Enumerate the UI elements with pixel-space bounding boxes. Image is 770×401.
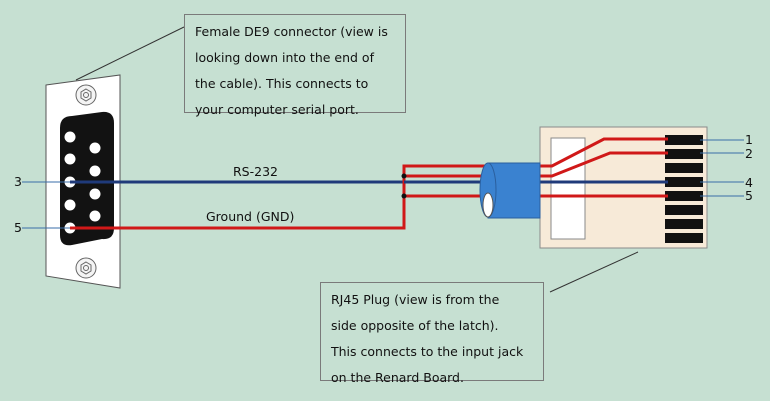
rj45-pin1-label: 1 — [745, 132, 753, 147]
rj45-contact-1 — [665, 135, 703, 145]
rj45-latch-window — [550, 137, 586, 240]
rj45-plug — [510, 126, 708, 249]
rj45-contact-5 — [665, 191, 703, 201]
rj45-callout-leader — [549, 251, 639, 293]
ground-wire-label: Ground (GND) — [206, 209, 294, 224]
de9-callout: Female DE9 connector (view is looking do… — [184, 14, 406, 117]
rj45-pin2-label: 2 — [745, 146, 753, 161]
rj45-contact-4 — [665, 177, 703, 187]
rj45-callout-line: side opposite of the latch). — [331, 318, 499, 333]
rj45-contact-6 — [665, 205, 703, 215]
rj45-contact-7 — [665, 219, 703, 229]
rj45-pin4-label: 4 — [745, 175, 753, 190]
rj45-contacts — [665, 135, 703, 243]
rj45-callout: RJ45 Plug (view is from the side opposit… — [320, 282, 544, 385]
rj45-pin5-label: 5 — [745, 188, 753, 203]
de9-pin-1 — [64, 131, 76, 143]
de9-pin3-label: 3 — [14, 174, 22, 189]
de9-pin-4 — [64, 199, 76, 211]
rj45-contact-3 — [665, 163, 703, 173]
de9-callout-line: the cable). This connects to — [195, 76, 369, 91]
de9-pin-6 — [89, 142, 101, 154]
de9-pin5-label: 5 — [14, 220, 22, 235]
de9-pin-2 — [64, 153, 76, 165]
rj45-callout-line: This connects to the input jack — [331, 344, 524, 359]
de9-pin-7 — [89, 165, 101, 177]
rj45-callout-line: on the Renard Board. — [331, 370, 464, 385]
de9-screw-bottom — [75, 257, 97, 279]
de9-face — [60, 111, 114, 246]
junction-dot-top — [401, 173, 407, 179]
rj45-contact-2 — [665, 149, 703, 159]
de9-pin-9 — [89, 210, 101, 222]
junction-dot-bottom — [401, 193, 407, 199]
de9-screw-top — [75, 84, 97, 106]
de9-callout-line: your computer serial port. — [195, 102, 359, 117]
cable-cut-end — [482, 192, 494, 218]
de9-pin-holes — [64, 131, 101, 234]
signal-wire-label: RS-232 — [233, 164, 278, 179]
de9-pin-8 — [89, 188, 101, 200]
de9-callout-line: Female DE9 connector (view is — [195, 24, 388, 39]
de9-callout-line: looking down into the end of — [195, 50, 374, 65]
cable-jacket — [479, 162, 541, 219]
de9-callout-leader — [75, 26, 185, 81]
rj45-callout-line: RJ45 Plug (view is from the — [331, 292, 500, 307]
rj45-contact-8 — [665, 233, 703, 243]
